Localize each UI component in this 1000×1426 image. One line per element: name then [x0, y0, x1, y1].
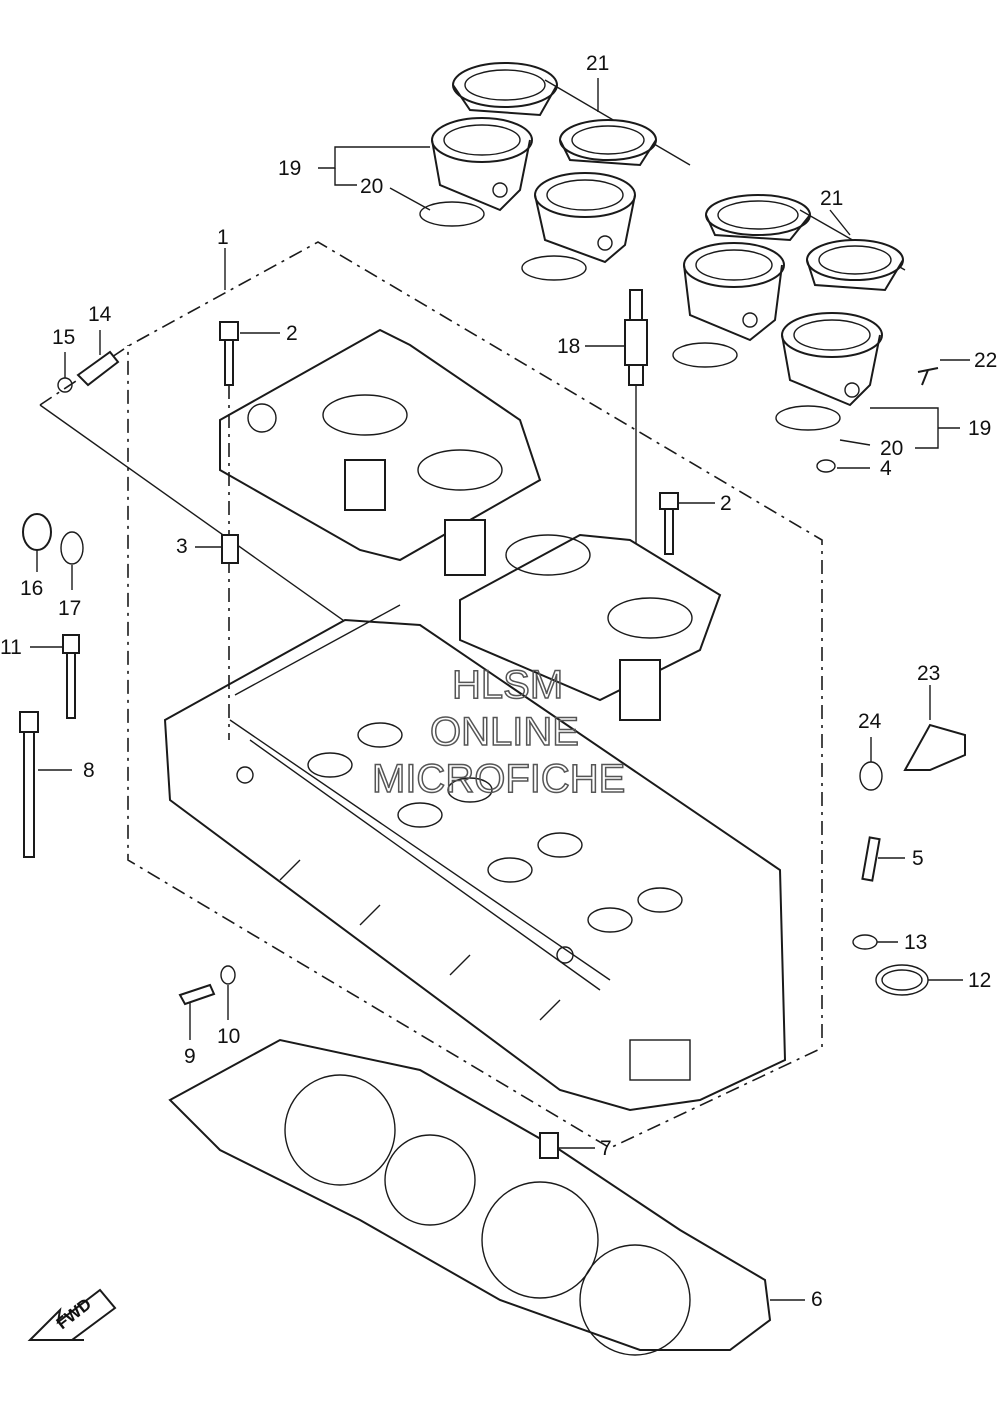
cam-housing-right: [459, 533, 722, 721]
callout-21-lower: 21: [820, 187, 843, 210]
callout-3: 3: [176, 535, 188, 558]
callout-11: 11: [0, 636, 22, 659]
callout-24: 24: [858, 710, 882, 733]
intake-boots-lower: [672, 194, 939, 431]
callout-21-upper: 21: [586, 52, 609, 75]
callouts: 1 2 2 3 4 5 6 7 8 9 10 11 12 13 14 15 16…: [0, 52, 997, 1311]
callout-7: 7: [600, 1137, 612, 1160]
callout-16: 16: [20, 577, 43, 600]
callout-4: 4: [880, 457, 892, 480]
callout-20-upper: 20: [360, 175, 383, 198]
leader-lines: [30, 78, 970, 1301]
callout-5: 5: [912, 847, 924, 870]
cylinder-head: [163, 604, 787, 1112]
intake-boots-upper: [419, 62, 691, 281]
watermark-line-1: HLSM: [452, 663, 563, 707]
callout-18: 18: [557, 335, 580, 358]
callout-17: 17: [58, 597, 81, 620]
callout-13: 13: [904, 931, 927, 954]
callout-15: 15: [52, 326, 75, 349]
callout-8: 8: [83, 759, 95, 782]
spark-plug: [624, 289, 648, 620]
callout-23: 23: [917, 662, 940, 685]
callout-19-lower: 19: [968, 417, 991, 440]
small-parts: [19, 321, 966, 1159]
head-gasket: [168, 1038, 772, 1356]
watermark-line-3: MICROFICHE: [372, 757, 625, 801]
callout-1: 1: [217, 226, 229, 249]
callout-14: 14: [88, 303, 112, 326]
callout-6: 6: [811, 1288, 823, 1311]
callout-22: 22: [974, 349, 997, 372]
watermark: HLSM ONLINE MICROFICHE: [371, 662, 626, 802]
callout-9: 9: [184, 1045, 196, 1068]
cam-housing-left: [219, 328, 542, 576]
callout-10: 10: [217, 1025, 240, 1048]
callout-19-upper: 19: [278, 157, 301, 180]
watermark-line-2: ONLINE: [430, 710, 579, 754]
callout-2-upper: 2: [286, 322, 298, 345]
callout-12: 12: [968, 969, 991, 992]
callout-2-lower: 2: [720, 492, 732, 515]
forward-arrow: FWD: [27, 1288, 117, 1341]
callout-20-lower: 20: [880, 437, 903, 460]
